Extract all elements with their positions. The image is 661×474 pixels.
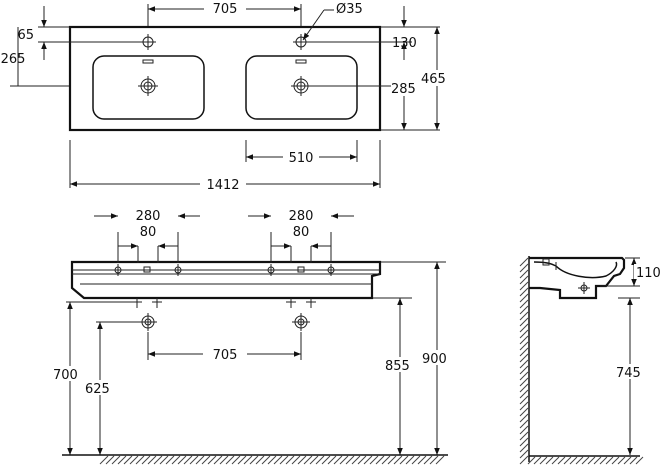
dim-edge-to-bowl-center: 265 — [1, 52, 26, 67]
front-view: 280 80 280 80 — [52, 209, 453, 465]
front-view-tap-markers — [110, 264, 339, 276]
dim-bowl-width: 510 — [289, 151, 314, 166]
dim-front-right-outer: 280 — [289, 209, 314, 224]
dim-front-drain-spacing: 705 — [213, 348, 238, 363]
front-view-basin-body — [70, 260, 382, 300]
dim-front-left-outer: 280 — [136, 209, 161, 224]
top-view-overflow-left — [142, 59, 154, 64]
dim-front-left-inner: 80 — [140, 225, 157, 240]
side-view: 110 745 — [519, 256, 661, 465]
top-view-outline — [68, 25, 382, 132]
dim-bowl-depth: 285 — [391, 82, 416, 97]
top-view-drain-right — [291, 76, 311, 96]
top-view-faucet-hole-left — [140, 34, 156, 50]
dim-hole-diameter: Ø35 — [336, 2, 363, 17]
side-view-drain — [578, 282, 590, 294]
dim-front-height-700: 700 — [53, 368, 78, 383]
top-view-drain-left — [138, 76, 158, 96]
dim-front-height-855: 855 — [385, 359, 410, 374]
dim-side-height-745: 745 — [616, 366, 641, 381]
front-view-drain-left — [139, 313, 157, 331]
front-view-supply-points — [132, 298, 316, 308]
dim-side-basin-height: 110 — [636, 266, 661, 281]
dim-back-to-hole: 130 — [392, 36, 417, 51]
dim-total-depth: 465 — [421, 72, 446, 87]
dim-front-right-inner: 80 — [293, 225, 310, 240]
front-view-floor — [62, 454, 448, 465]
dim-hole-spacing-top: 705 — [213, 2, 238, 17]
top-view-bowl-left — [92, 55, 205, 120]
top-view-bowl-right — [245, 55, 358, 120]
front-view-drain-right — [292, 313, 310, 331]
dim-front-height-900: 900 — [422, 352, 447, 367]
dim-total-width: 1412 — [206, 178, 239, 193]
side-view-floor — [527, 455, 644, 465]
side-view-wall — [519, 256, 530, 465]
top-view-faucet-hole-right — [293, 34, 309, 50]
dim-front-height-625: 625 — [85, 382, 110, 397]
dim-edge-to-hole: 65 — [17, 28, 34, 43]
top-view: 705 Ø35 65 265 130 285 465 — [1, 1, 450, 193]
top-view-overflow-right — [295, 59, 307, 64]
